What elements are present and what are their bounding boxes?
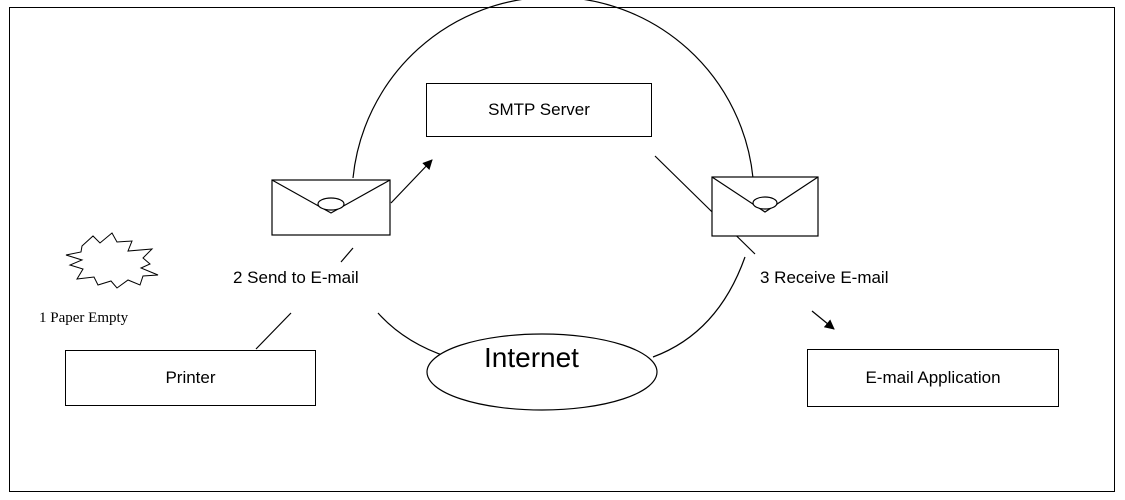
receive-envelope-icon bbox=[711, 176, 819, 237]
receive-email-label: 3 Receive E-mail bbox=[760, 268, 889, 287]
send-tick-line bbox=[340, 247, 354, 263]
network-circle-left-arc bbox=[377, 312, 449, 358]
network-circle-top-arc bbox=[352, 0, 754, 179]
paper-empty-label: 1 Paper Empty bbox=[39, 310, 129, 326]
printer-box: Printer bbox=[65, 350, 316, 406]
send-envelope-icon bbox=[271, 179, 391, 236]
email-application-box: E-mail Application bbox=[807, 349, 1059, 407]
smtp-to-receive-line bbox=[654, 155, 756, 255]
receive-arrow bbox=[811, 310, 835, 330]
smtp-server-label: SMTP Server bbox=[488, 100, 590, 119]
smtp-server-box: SMTP Server bbox=[426, 83, 652, 137]
internet-cloud-shape bbox=[426, 333, 658, 411]
network-circle-right-arc bbox=[652, 256, 746, 358]
send-arrow bbox=[390, 159, 433, 204]
send-to-email-label: 2 Send to E-mail bbox=[233, 268, 359, 287]
paper-empty-burst-icon bbox=[65, 232, 159, 289]
diagram-frame bbox=[9, 7, 1115, 492]
internet-label: Internet bbox=[484, 342, 579, 373]
printer-connector-line bbox=[255, 312, 292, 350]
email-application-label: E-mail Application bbox=[865, 368, 1001, 387]
printer-label: Printer bbox=[165, 368, 216, 387]
